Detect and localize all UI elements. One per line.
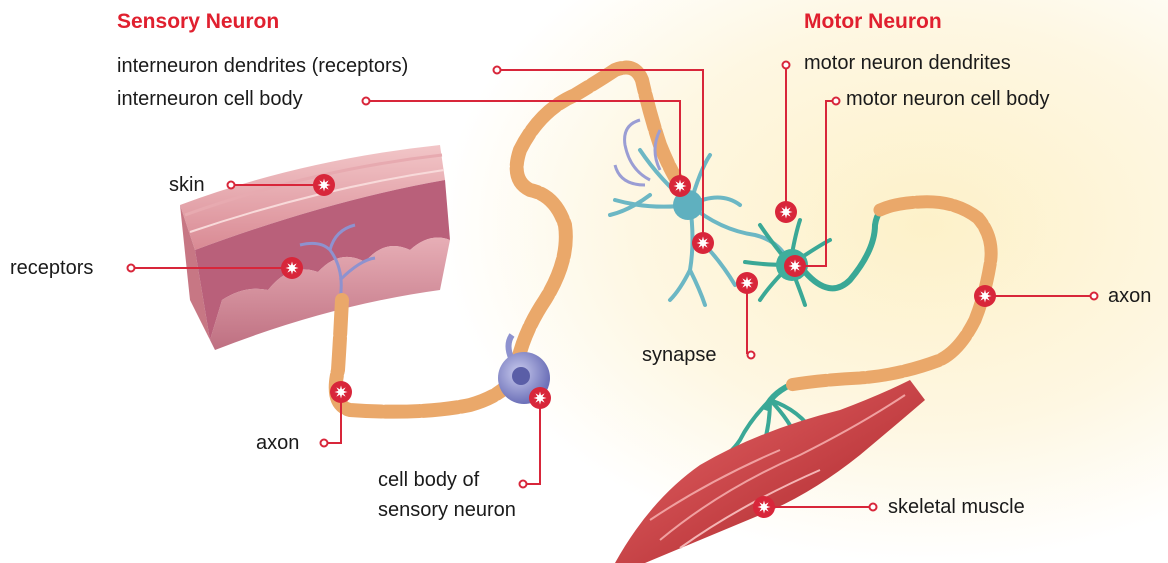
starburst-marker-icon	[281, 257, 303, 279]
label-cell-body-line1: cell body of	[378, 467, 479, 493]
sensory-neuron-heading: Sensory Neuron	[117, 9, 279, 35]
circle-end-icon	[128, 265, 135, 272]
label-motor-neuron-dendrites: motor neuron dendrites	[804, 50, 1011, 76]
label-axon-left: axon	[256, 430, 299, 456]
starburst-marker-icon	[669, 175, 691, 197]
starburst-marker-icon	[775, 201, 797, 223]
circle-end-icon	[494, 67, 501, 74]
label-receptors: receptors	[10, 255, 93, 281]
starburst-marker-icon	[692, 232, 714, 254]
starburst-marker-icon	[753, 496, 775, 518]
circle-end-icon	[1091, 293, 1098, 300]
circle-end-icon	[833, 98, 840, 105]
circle-end-icon	[520, 481, 527, 488]
starburst-marker-icon	[529, 387, 551, 409]
circle-end-icon	[228, 182, 235, 189]
motor-neuron-heading: Motor Neuron	[804, 9, 942, 35]
label-skeletal-muscle: skeletal muscle	[888, 494, 1025, 520]
circle-end-icon	[321, 440, 328, 447]
label-synapse: synapse	[642, 342, 717, 368]
starburst-marker-icon	[313, 174, 335, 196]
label-interneuron-dendrites: interneuron dendrites (receptors)	[117, 53, 408, 79]
circle-end-icon	[870, 504, 877, 511]
label-interneuron-cell-body: interneuron cell body	[117, 86, 303, 112]
circle-end-icon	[783, 62, 790, 69]
starburst-marker-icon	[784, 255, 806, 277]
starburst-marker-icon	[736, 272, 758, 294]
label-motor-neuron-cell-body: motor neuron cell body	[846, 86, 1049, 112]
label-axon-right: axon	[1108, 283, 1151, 309]
label-skin: skin	[169, 172, 205, 198]
label-cell-body-line2: sensory neuron	[378, 497, 516, 523]
starburst-marker-icon	[974, 285, 996, 307]
circle-end-icon	[748, 352, 755, 359]
circle-end-icon	[363, 98, 370, 105]
starburst-marker-icon	[330, 381, 352, 403]
